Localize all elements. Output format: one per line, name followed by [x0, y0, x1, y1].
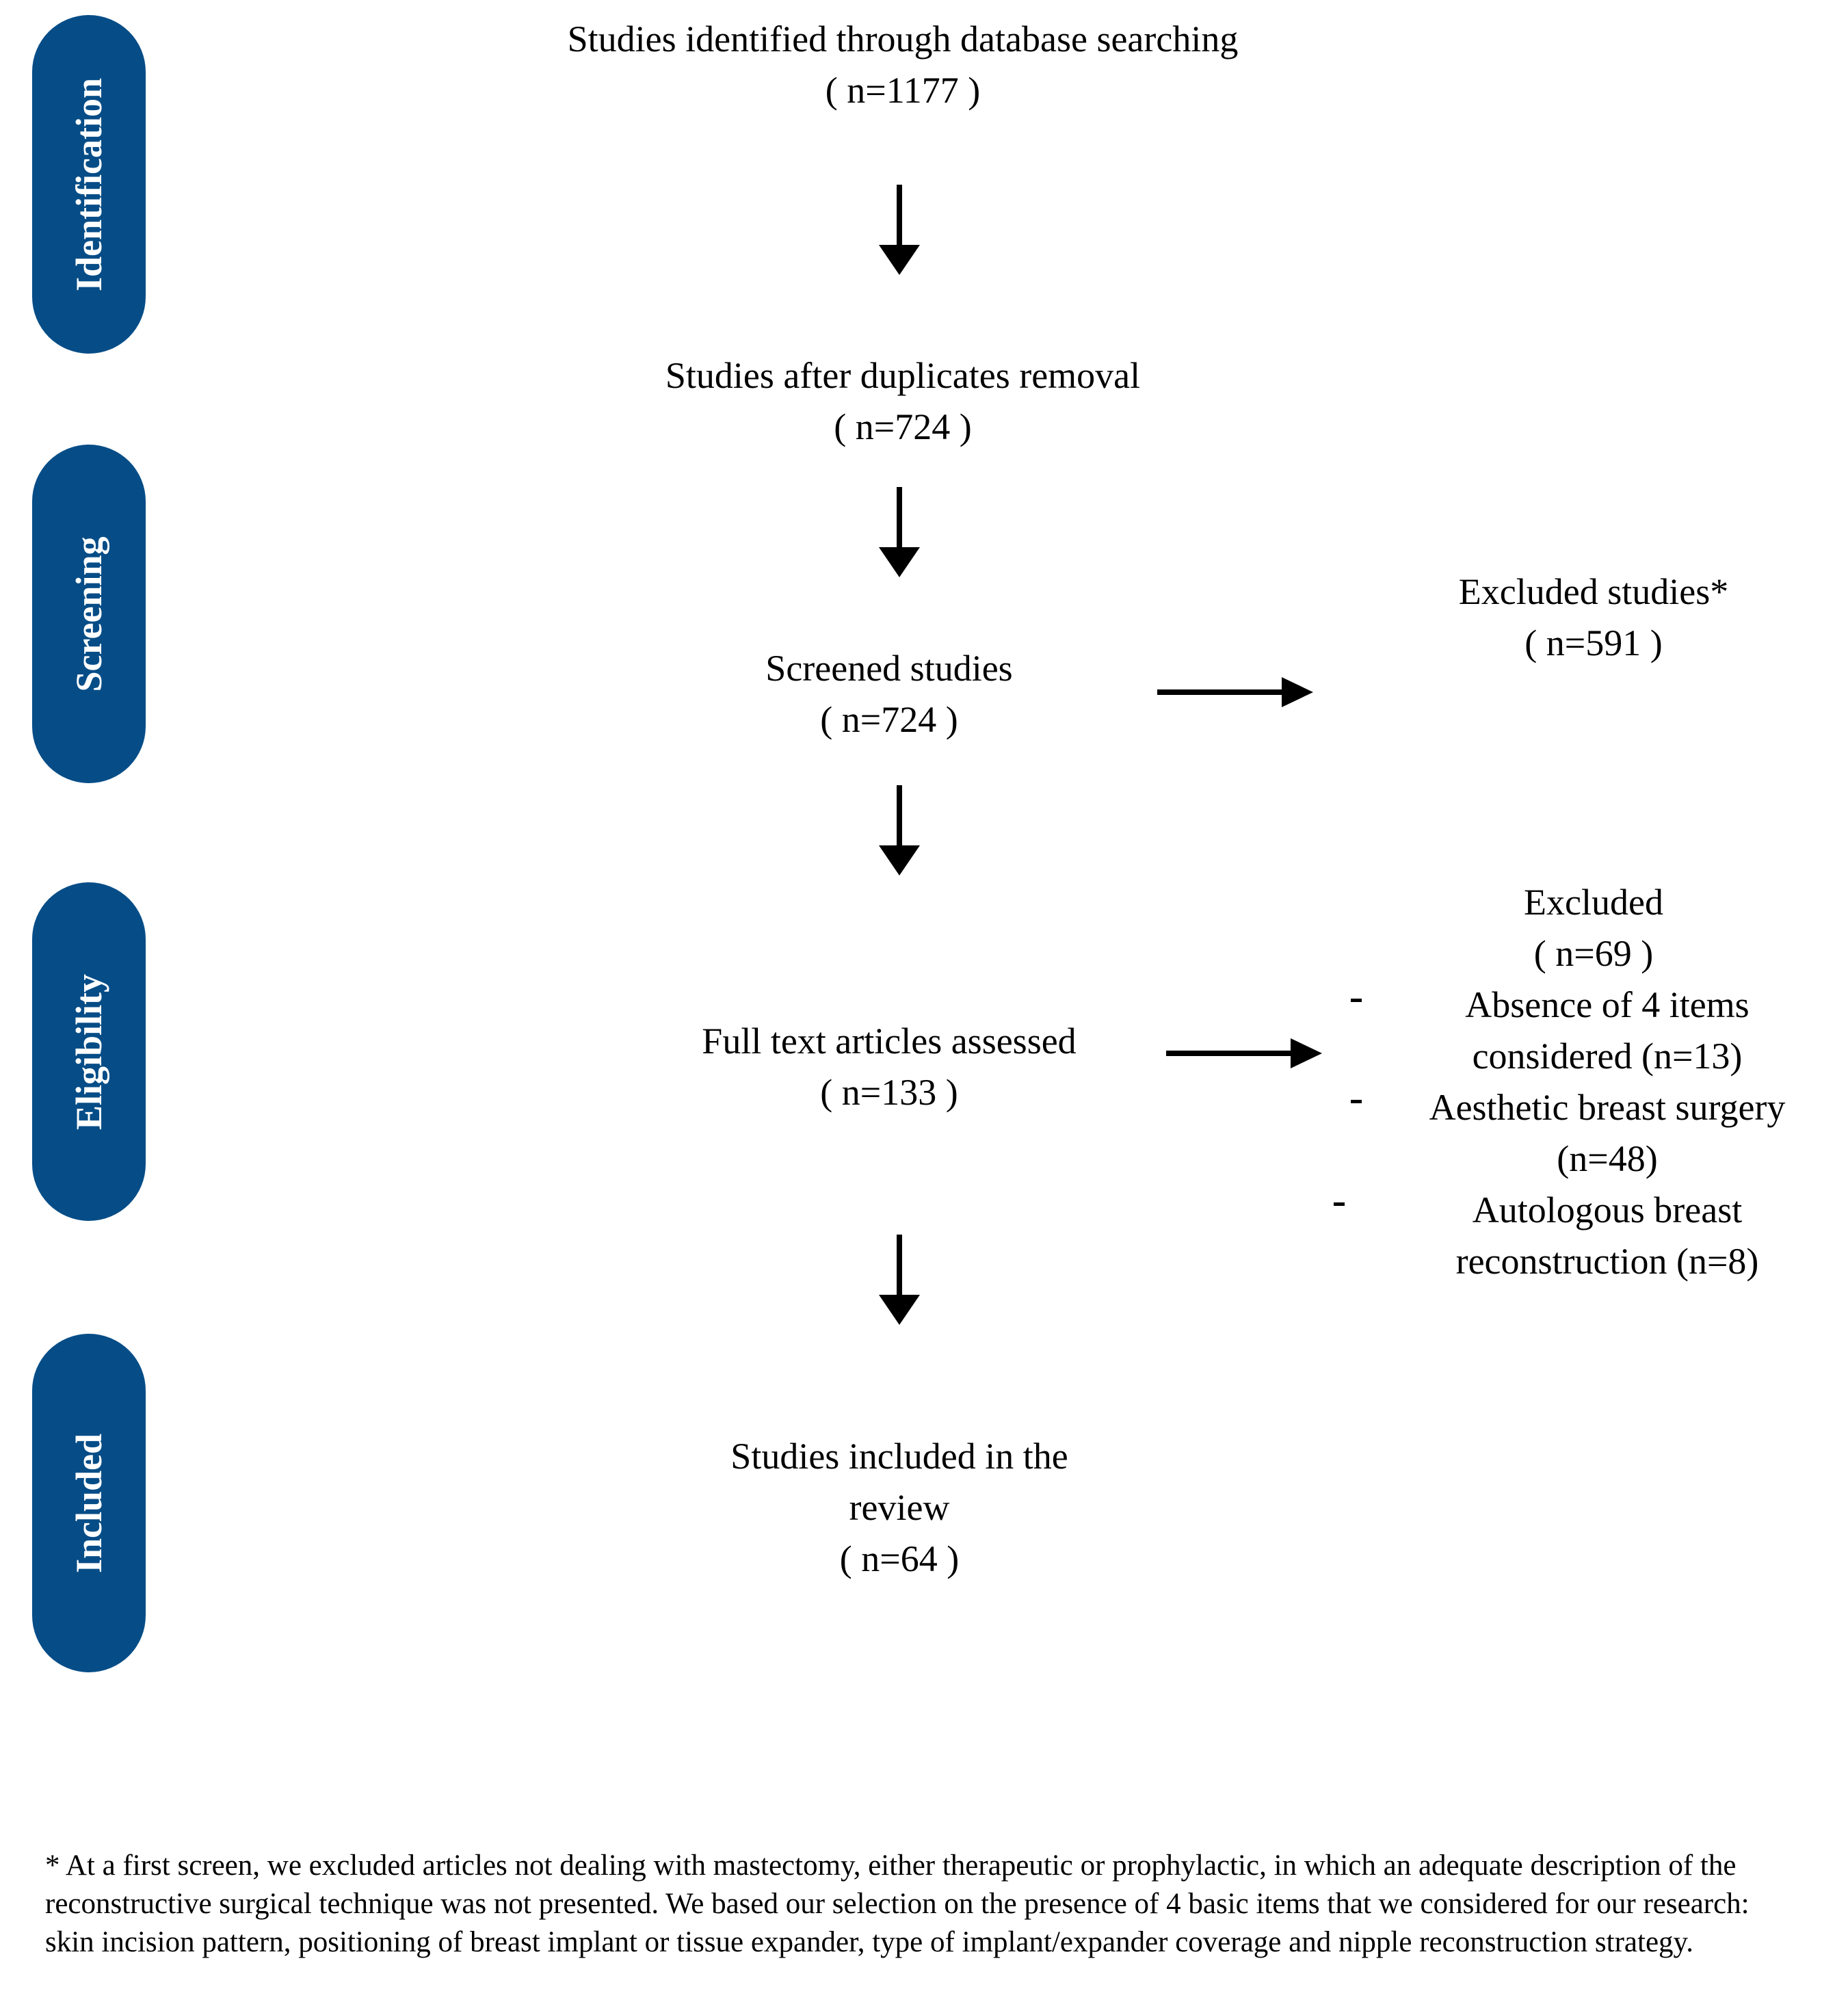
- arrow-right-screened: [1157, 677, 1313, 707]
- excluded-fulltext-count: ( n=69 ): [1533, 933, 1654, 974]
- screened-label: Screened studies: [765, 648, 1013, 689]
- stage-included-pill: Included: [32, 1334, 146, 1672]
- reason-3-dash: [1334, 1202, 1345, 1206]
- excluded-screening-count: ( n=591 ): [1524, 622, 1663, 663]
- identified-label: Studies identified through database sear…: [567, 18, 1239, 60]
- reason-1-dash: [1351, 999, 1362, 1002]
- reason-2-box: Aesthetic breast surgery (n=48): [1368, 1082, 1847, 1185]
- stage-screening-label: Screening: [68, 536, 109, 692]
- reason-1-line2: considered (n=13): [1472, 1036, 1743, 1077]
- excluded-screening-box: Excluded studies* ( n=591 ): [1388, 566, 1799, 669]
- arrow-down-4: [879, 1235, 920, 1325]
- excluded-screening-label: Excluded studies*: [1458, 571, 1729, 612]
- stage-screening-pill: Screening: [32, 445, 146, 783]
- stage-eligibility-label: Eligibility: [68, 973, 109, 1130]
- reason-1-line1: Absence of 4 items: [1465, 984, 1750, 1025]
- excluded-fulltext-title-box: Excluded ( n=69 ): [1388, 877, 1799, 979]
- identified-box: Studies identified through database sear…: [492, 14, 1313, 116]
- included-box: Studies included in the review ( n=64 ): [650, 1431, 1149, 1585]
- screened-count: ( n=724 ): [820, 699, 958, 740]
- reason-2-line1: Aesthetic breast surgery: [1429, 1087, 1786, 1128]
- stage-included-label: Included: [68, 1433, 109, 1573]
- reason-3-line1: Autologous breast: [1472, 1189, 1743, 1230]
- footnote-line3: skin incision pattern, positioning of br…: [45, 1926, 1693, 1958]
- included-label-line2: review: [849, 1487, 950, 1528]
- stage-identification-pill: Identification: [32, 15, 146, 354]
- arrow-down-2: [879, 487, 920, 577]
- reason-3-box: Autologous breast reconstruction (n=8): [1368, 1185, 1847, 1287]
- stage-identification-label: Identification: [68, 77, 109, 291]
- reason-1-box: Absence of 4 items considered (n=13): [1368, 979, 1847, 1082]
- after-duplicates-label: Studies after duplicates removal: [665, 355, 1141, 396]
- footnote-line1: * At a first screen, we excluded article…: [45, 1849, 1737, 1882]
- after-duplicates-box: Studies after duplicates removal ( n=724…: [561, 350, 1245, 453]
- included-label-line1: Studies included in the: [730, 1436, 1068, 1477]
- screened-box: Screened studies ( n=724 ): [616, 643, 1163, 746]
- full-text-count: ( n=133 ): [820, 1072, 958, 1113]
- arrow-right-fulltext: [1166, 1038, 1322, 1068]
- arrow-down-1: [879, 185, 920, 275]
- footnote-line2: reconstructive surgical technique was no…: [45, 1888, 1750, 1920]
- footnote: * At a first screen, we excluded article…: [45, 1847, 1823, 1962]
- arrow-down-3: [879, 785, 920, 875]
- full-text-box: Full text articles assessed ( n=133 ): [581, 1016, 1197, 1118]
- included-count: ( n=64 ): [839, 1538, 960, 1579]
- reason-2-dash: [1351, 1100, 1362, 1103]
- after-duplicates-count: ( n=724 ): [834, 406, 972, 447]
- identified-count: ( n=1177 ): [825, 70, 981, 111]
- reason-3-line2: reconstruction (n=8): [1455, 1241, 1759, 1282]
- excluded-fulltext-title: Excluded: [1524, 882, 1663, 923]
- reason-2-line2: (n=48): [1557, 1138, 1658, 1179]
- stage-eligibility-pill: Eligibility: [32, 882, 146, 1221]
- full-text-label: Full text articles assessed: [702, 1020, 1077, 1062]
